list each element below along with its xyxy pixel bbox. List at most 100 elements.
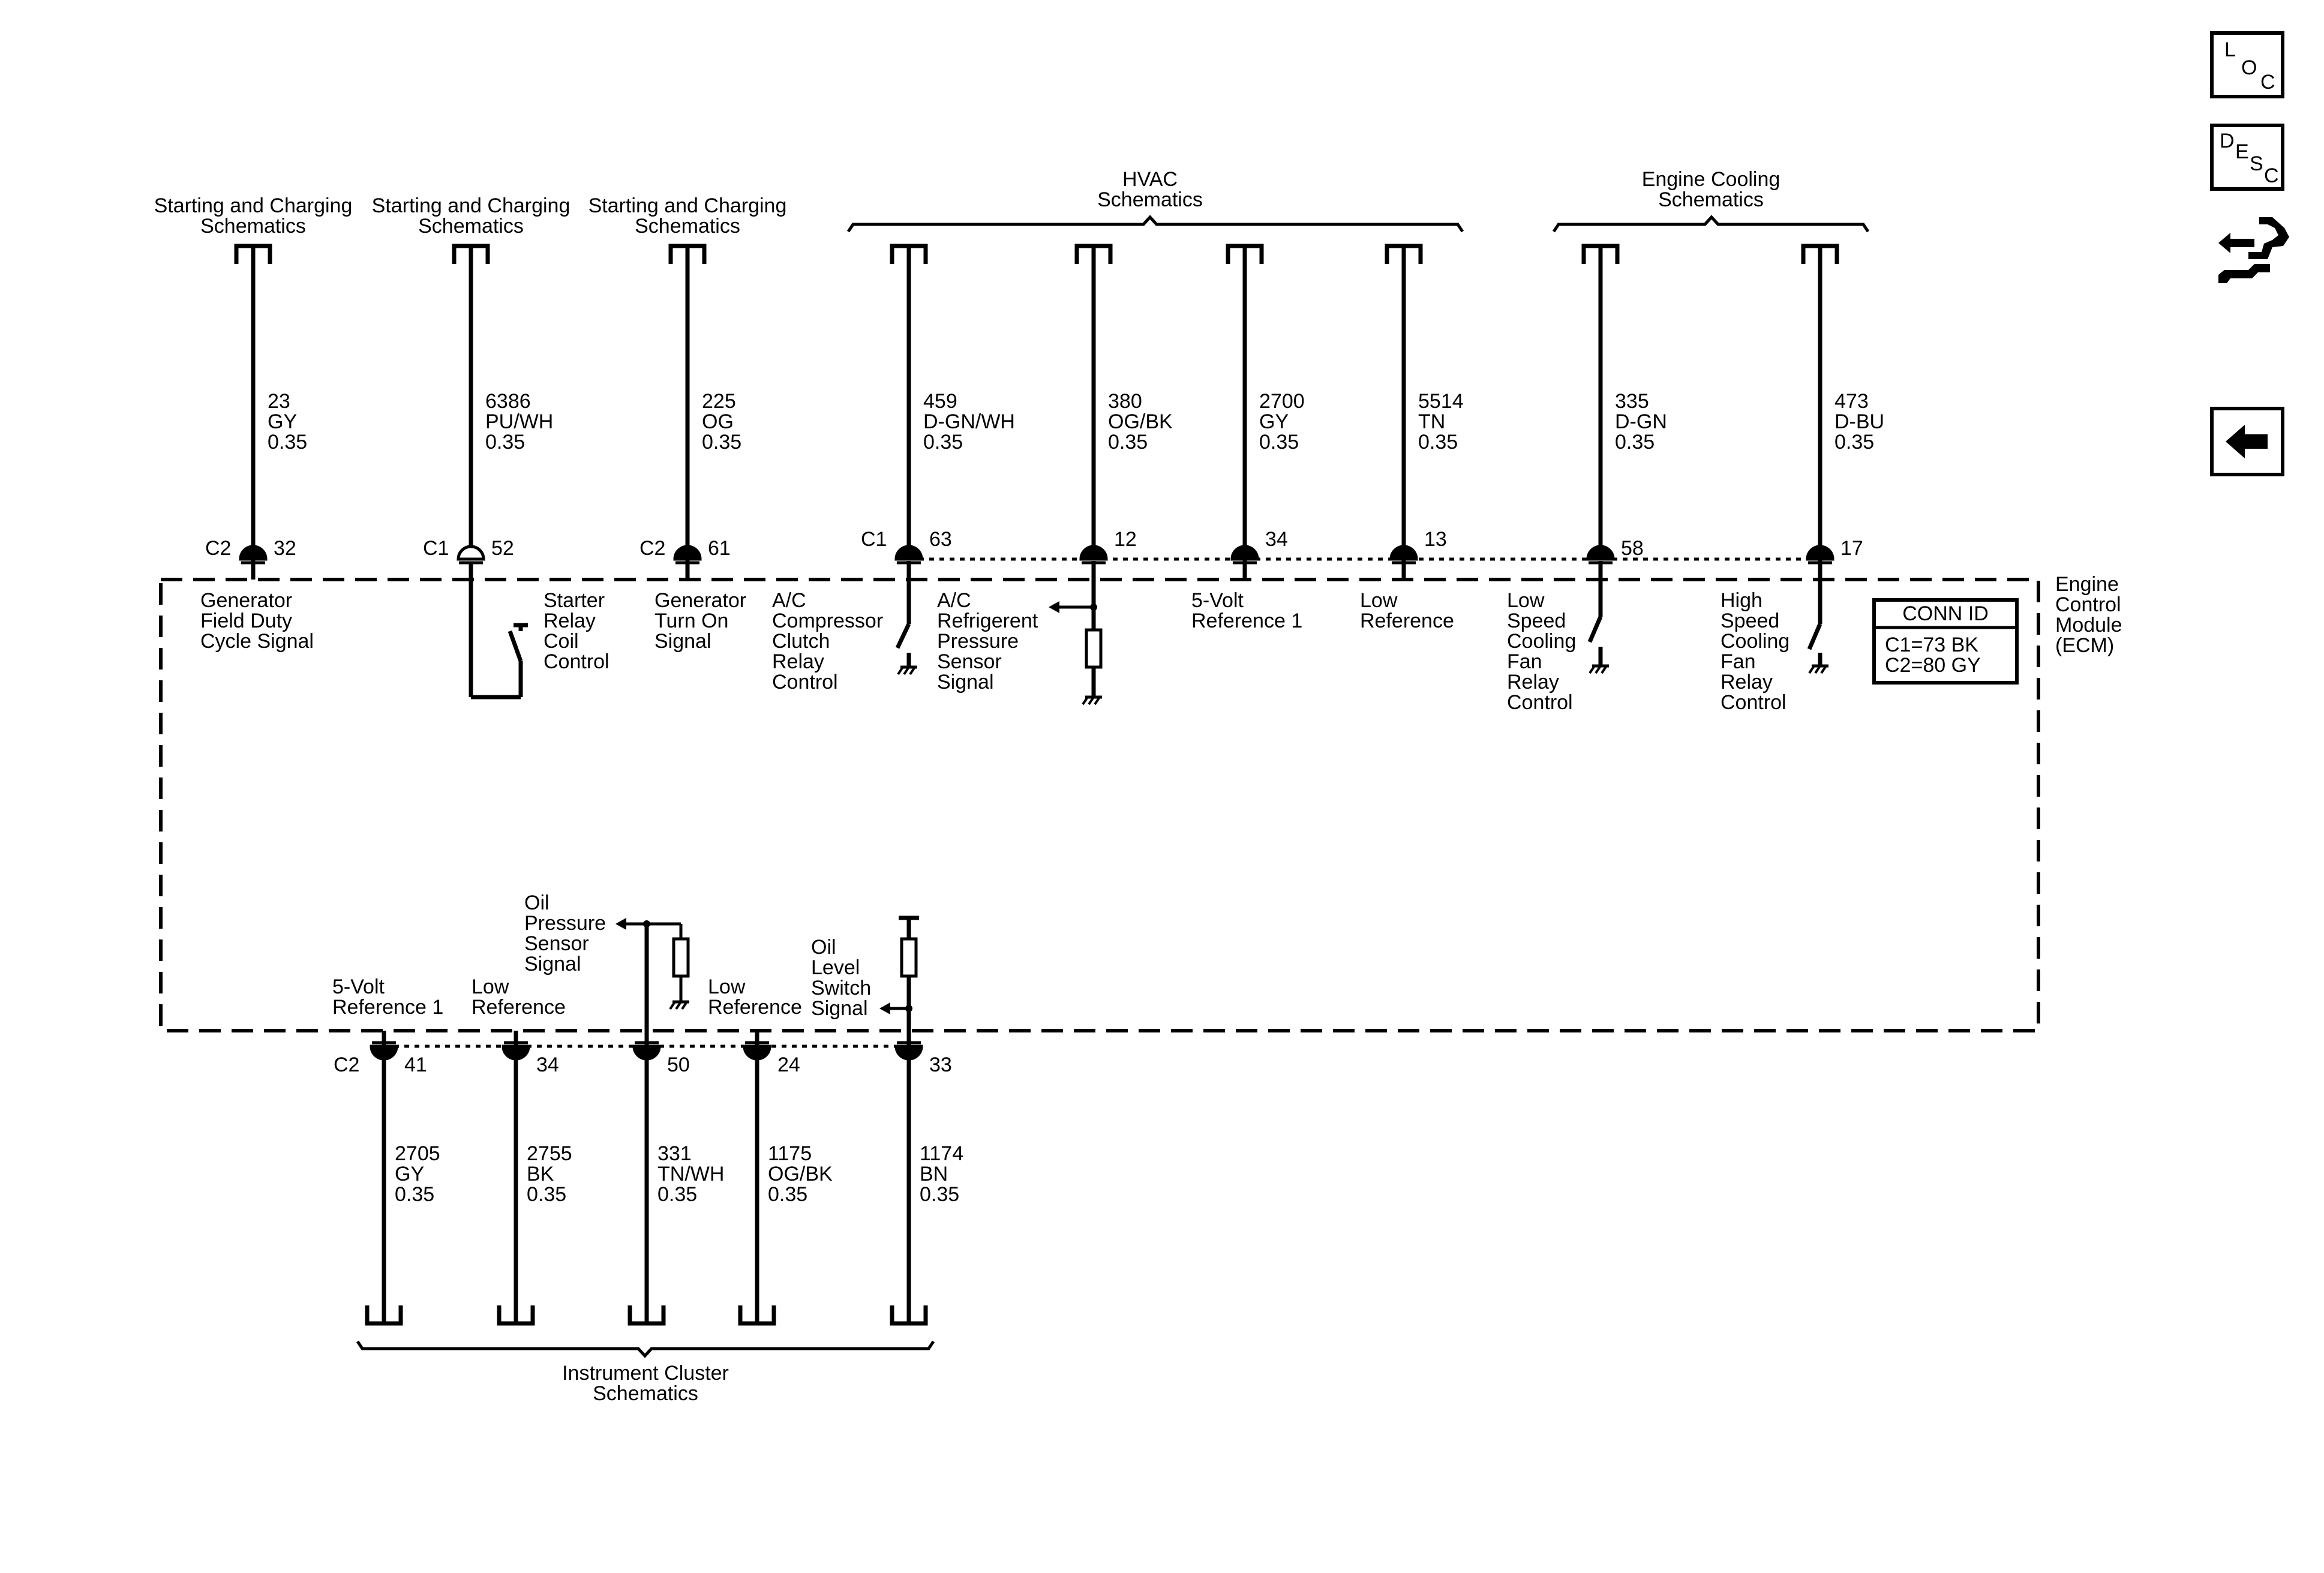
conn-id-c2: C2=80 GY	[1885, 654, 1981, 677]
oil-level-switch-circuit	[879, 915, 919, 1043]
pin-number-61: 61	[708, 537, 731, 560]
loc-letter-l: L	[2224, 38, 2236, 61]
pin-number-12: 12	[1114, 528, 1137, 551]
high-speed-fan-switch	[1807, 623, 1828, 673]
pin-32	[239, 545, 268, 561]
ac-clutch-switch	[895, 561, 917, 674]
connector-C2-61: C2	[639, 537, 665, 560]
conn-id-box: CONN ID C1=73 BK C2=80 GY	[1872, 598, 2019, 685]
connector-C2-bottom: C2	[334, 1053, 359, 1076]
pin-12	[1079, 545, 1108, 561]
pin-52	[457, 545, 485, 561]
pin-13	[1389, 545, 1418, 561]
pin-number-63: 63	[929, 528, 952, 551]
desc-letter-d: D	[2220, 130, 2235, 152]
pin-number-52: 52	[491, 537, 514, 560]
description-button[interactable]: D E S C	[2210, 124, 2284, 191]
back-button[interactable]	[2210, 407, 2284, 476]
connector-C2-32: C2	[205, 537, 231, 560]
bottom-pin-34	[502, 1044, 530, 1061]
low-speed-fan-switch	[1587, 561, 1609, 673]
bottom-pin-number-34: 34	[536, 1053, 559, 1076]
bottom-pin-24	[743, 1044, 771, 1061]
pin-number-58: 58	[1621, 537, 1644, 560]
ac-pressure-sensor-circuit	[1049, 561, 1102, 704]
pin-number-34: 34	[1265, 528, 1288, 551]
hvac-brace	[846, 215, 1464, 233]
location-button[interactable]: L O C	[2210, 31, 2284, 98]
oil-pressure-sensor-circuit	[615, 918, 689, 1043]
conn-id-c1: C1=73 BK	[1885, 634, 1978, 656]
conn-id-title: CONN ID	[1902, 602, 1989, 625]
connector-C1-52: C1	[423, 537, 449, 560]
pin-61	[673, 545, 702, 561]
bottom-pin-number-33: 33	[929, 1053, 952, 1076]
pin-17	[1806, 545, 1834, 561]
repair-wrench-icon[interactable]	[2212, 210, 2290, 294]
bottom-pin-number-24: 24	[777, 1053, 800, 1076]
pin-number-32: 32	[274, 537, 296, 560]
bottom-pin-33	[894, 1044, 923, 1061]
pin-number-13: 13	[1424, 528, 1447, 551]
desc-letter-s: S	[2250, 152, 2263, 175]
loc-letter-c: C	[2260, 71, 2275, 94]
module-name: Engine Control Module (ECM)	[2055, 573, 2128, 657]
cooling-brace	[1552, 215, 1870, 233]
pin-58	[1586, 545, 1615, 561]
pin-34	[1230, 545, 1259, 561]
desc-letter-e: E	[2235, 140, 2249, 163]
cluster-brace	[356, 1340, 935, 1358]
loc-letter-o: O	[2241, 56, 2257, 79]
left-arrow-icon	[2226, 425, 2268, 458]
desc-letter-c: C	[2264, 164, 2279, 187]
pin-number-17: 17	[1840, 537, 1863, 560]
bottom-pin-number-50: 50	[667, 1053, 690, 1076]
bottom-pin-number-41: 41	[404, 1053, 427, 1076]
